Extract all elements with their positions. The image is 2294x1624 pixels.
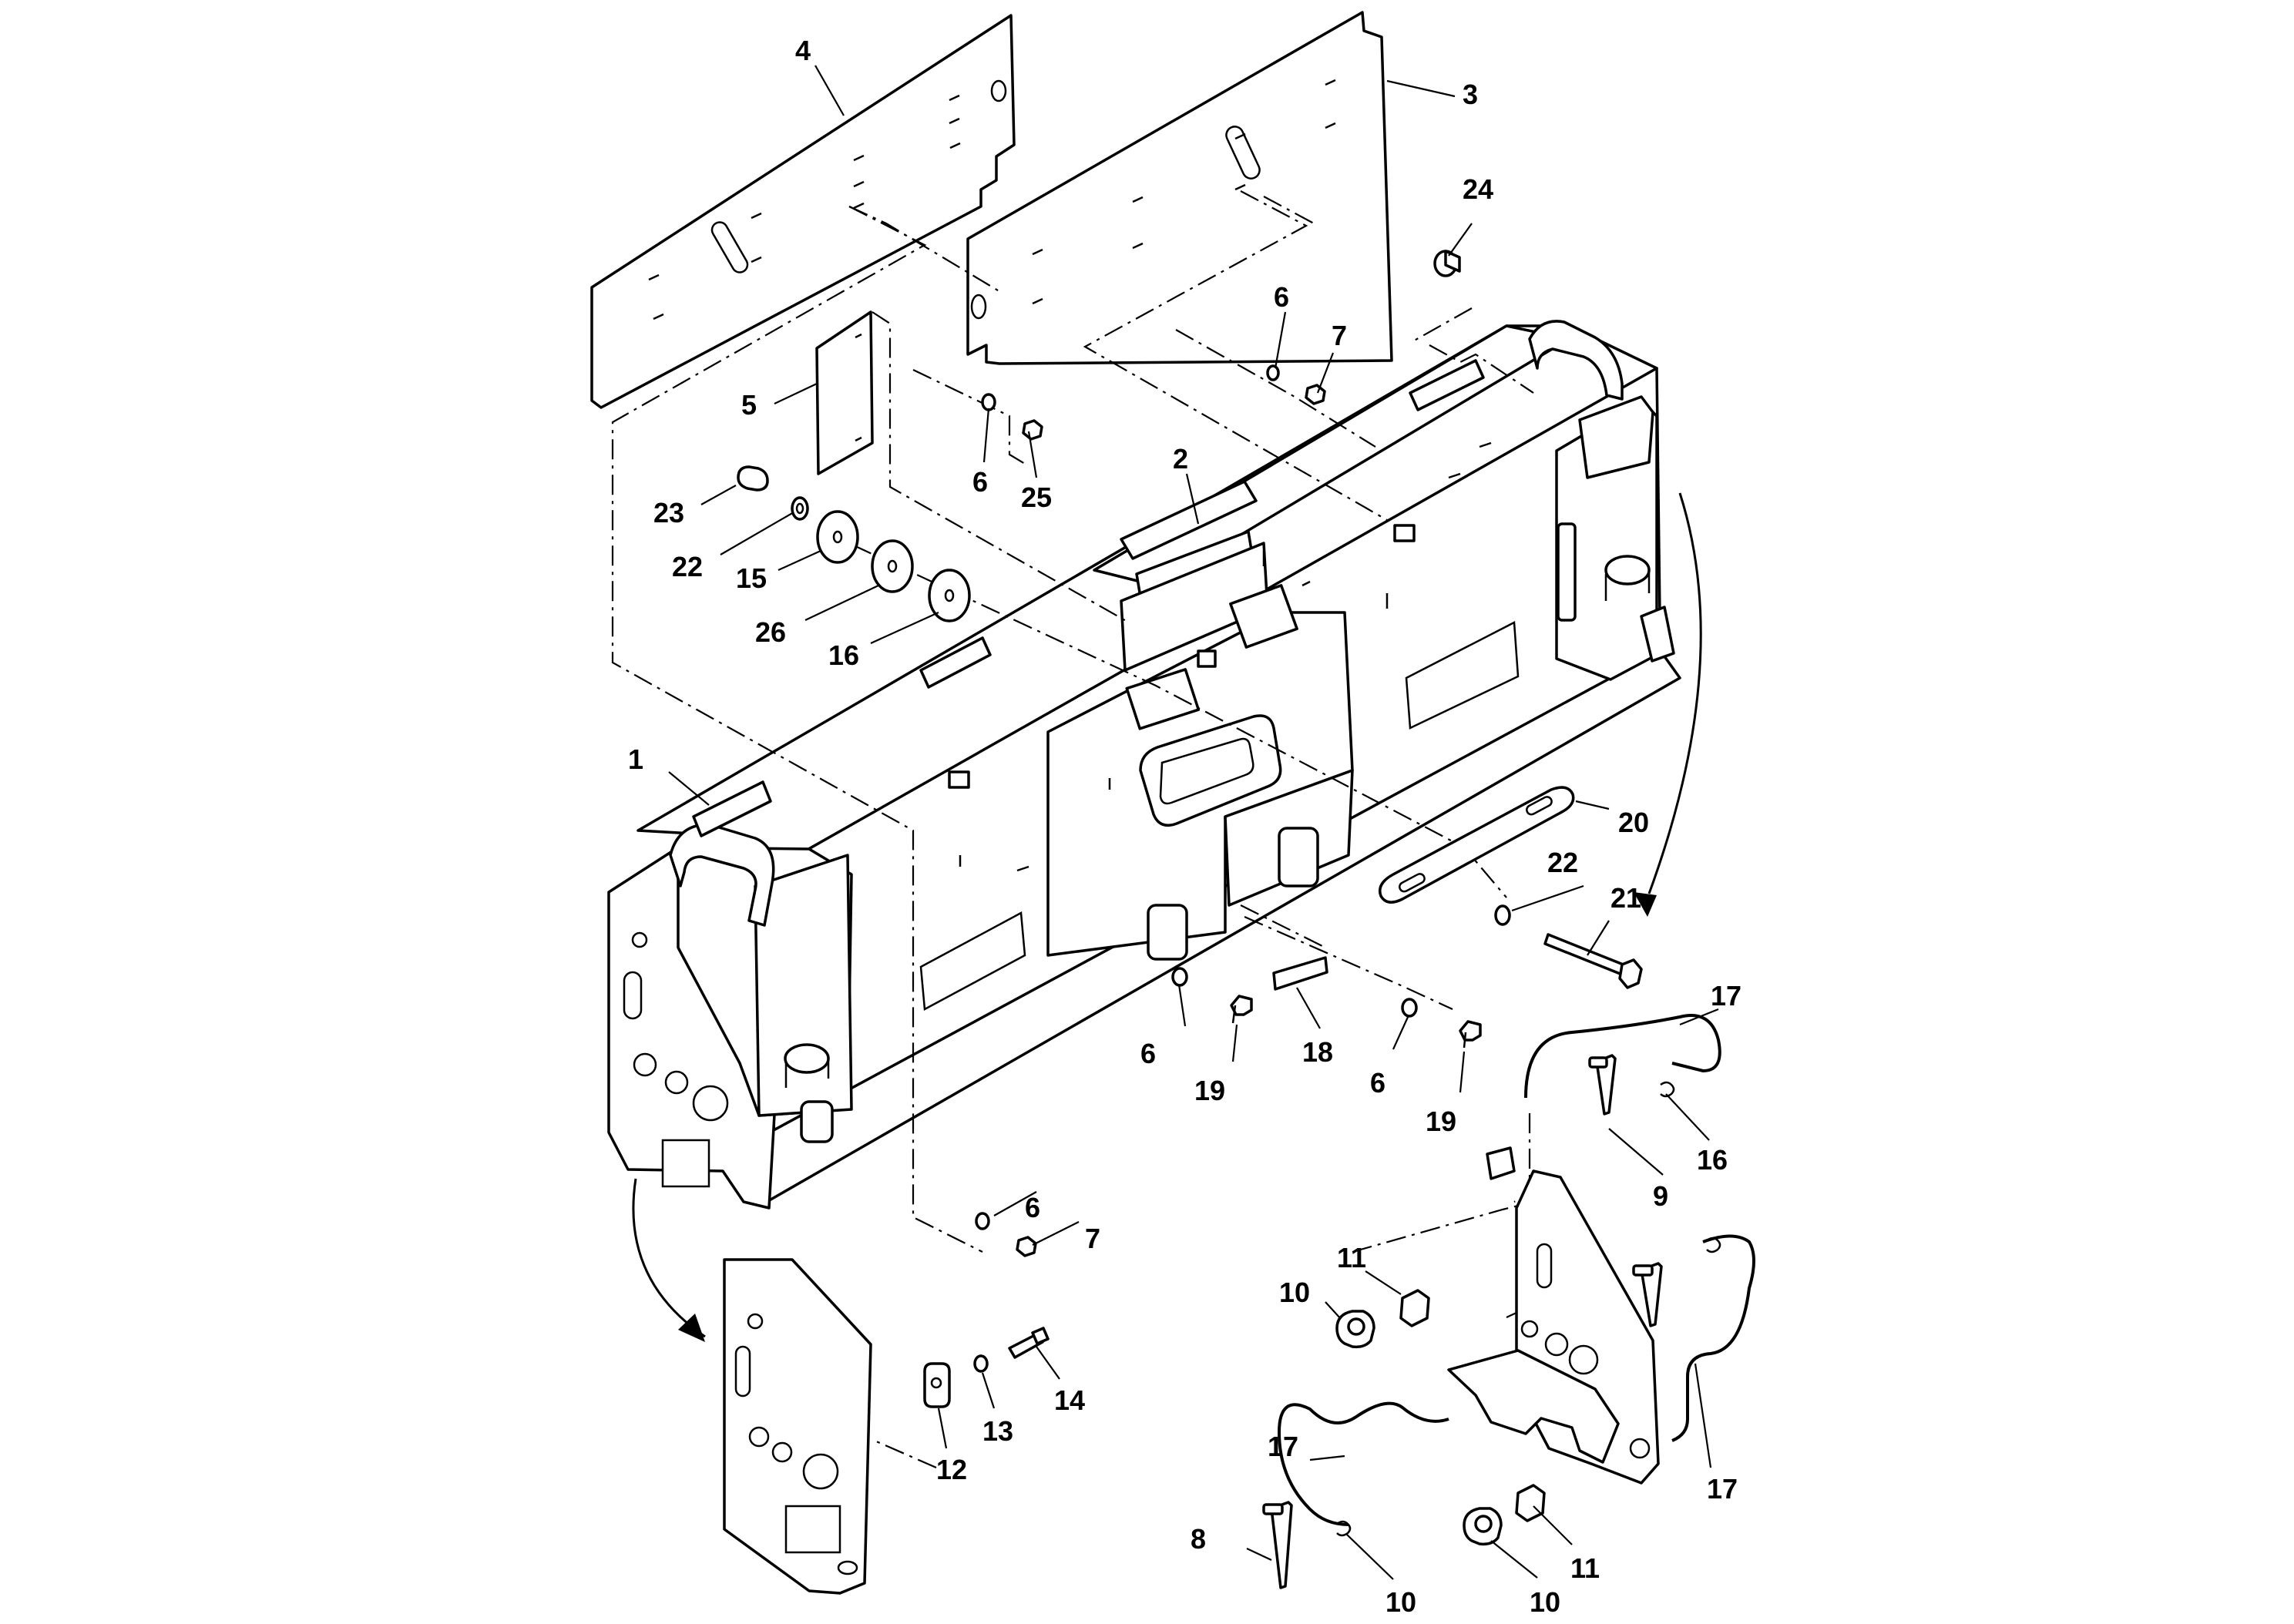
hardware	[737, 250, 1643, 1257]
plate-5	[815, 310, 874, 475]
callout-2: 2	[1173, 443, 1188, 475]
callout-14a: 15	[736, 562, 767, 594]
callout-17a: 17	[1711, 980, 1741, 1012]
side-plate-detail	[723, 1258, 1050, 1595]
callout-16b: 10	[1385, 1586, 1416, 1618]
spacer-24	[1433, 250, 1461, 277]
callout-19b: 19	[1426, 1106, 1456, 1137]
callout-15: 14	[1054, 1384, 1085, 1416]
callout-7a: 7	[1332, 320, 1347, 351]
callout-23: 23	[653, 497, 684, 528]
callout-11a: 11	[1337, 1242, 1366, 1273]
callout-6a: 6	[1274, 281, 1289, 313]
callout-18: 18	[1302, 1036, 1333, 1068]
callout-8: 8	[1191, 1523, 1206, 1555]
callout-6d: 6	[1370, 1067, 1385, 1099]
callout-25: 25	[1021, 481, 1052, 513]
callout-6c: 6	[1140, 1038, 1156, 1069]
callout-3: 3	[1463, 79, 1478, 110]
callout-21: 21	[1611, 882, 1641, 914]
callout-13: 13	[982, 1415, 1013, 1447]
frame-top-flange	[692, 359, 1485, 837]
callout-11b: 11	[1570, 1552, 1600, 1584]
callout-22b: 22	[1547, 847, 1578, 878]
callout-9: 9	[1653, 1180, 1668, 1212]
callout-4: 4	[795, 35, 811, 66]
main-frame-1	[607, 320, 1681, 1210]
callout-22a: 22	[672, 551, 703, 582]
latch-assembly-detail	[1262, 1014, 1755, 1589]
callout-16a: 16	[1697, 1144, 1728, 1176]
callout-12: 12	[936, 1454, 967, 1485]
callout-20: 20	[1618, 807, 1649, 838]
plate-4	[590, 14, 1016, 409]
callout-1: 1	[628, 743, 643, 775]
callout-labels: 4 3 24 6 7 5 6 25 2 23 22 15 26 16 1 20 …	[628, 35, 1741, 1618]
callout-17b: 17	[1268, 1431, 1298, 1462]
callout-7b: 7	[1085, 1223, 1100, 1254]
plate-3	[966, 11, 1393, 365]
callout-17c: 17	[1707, 1473, 1738, 1505]
part-2-bar	[1120, 480, 1258, 560]
callout-14b: 16	[828, 639, 859, 671]
callout-26: 26	[755, 616, 786, 648]
callout-24: 24	[1463, 173, 1493, 205]
leader-lines	[668, 65, 1719, 1580]
callout-6b: 6	[972, 466, 988, 498]
callout-5: 5	[741, 389, 757, 421]
detail-arrows	[632, 492, 1702, 1342]
callout-6e: 6	[1025, 1192, 1040, 1223]
callout-19a: 19	[1194, 1075, 1225, 1106]
assembly-lines	[611, 190, 1550, 1469]
callout-10b: 10	[1530, 1586, 1560, 1618]
callout-10a: 10	[1279, 1277, 1310, 1308]
